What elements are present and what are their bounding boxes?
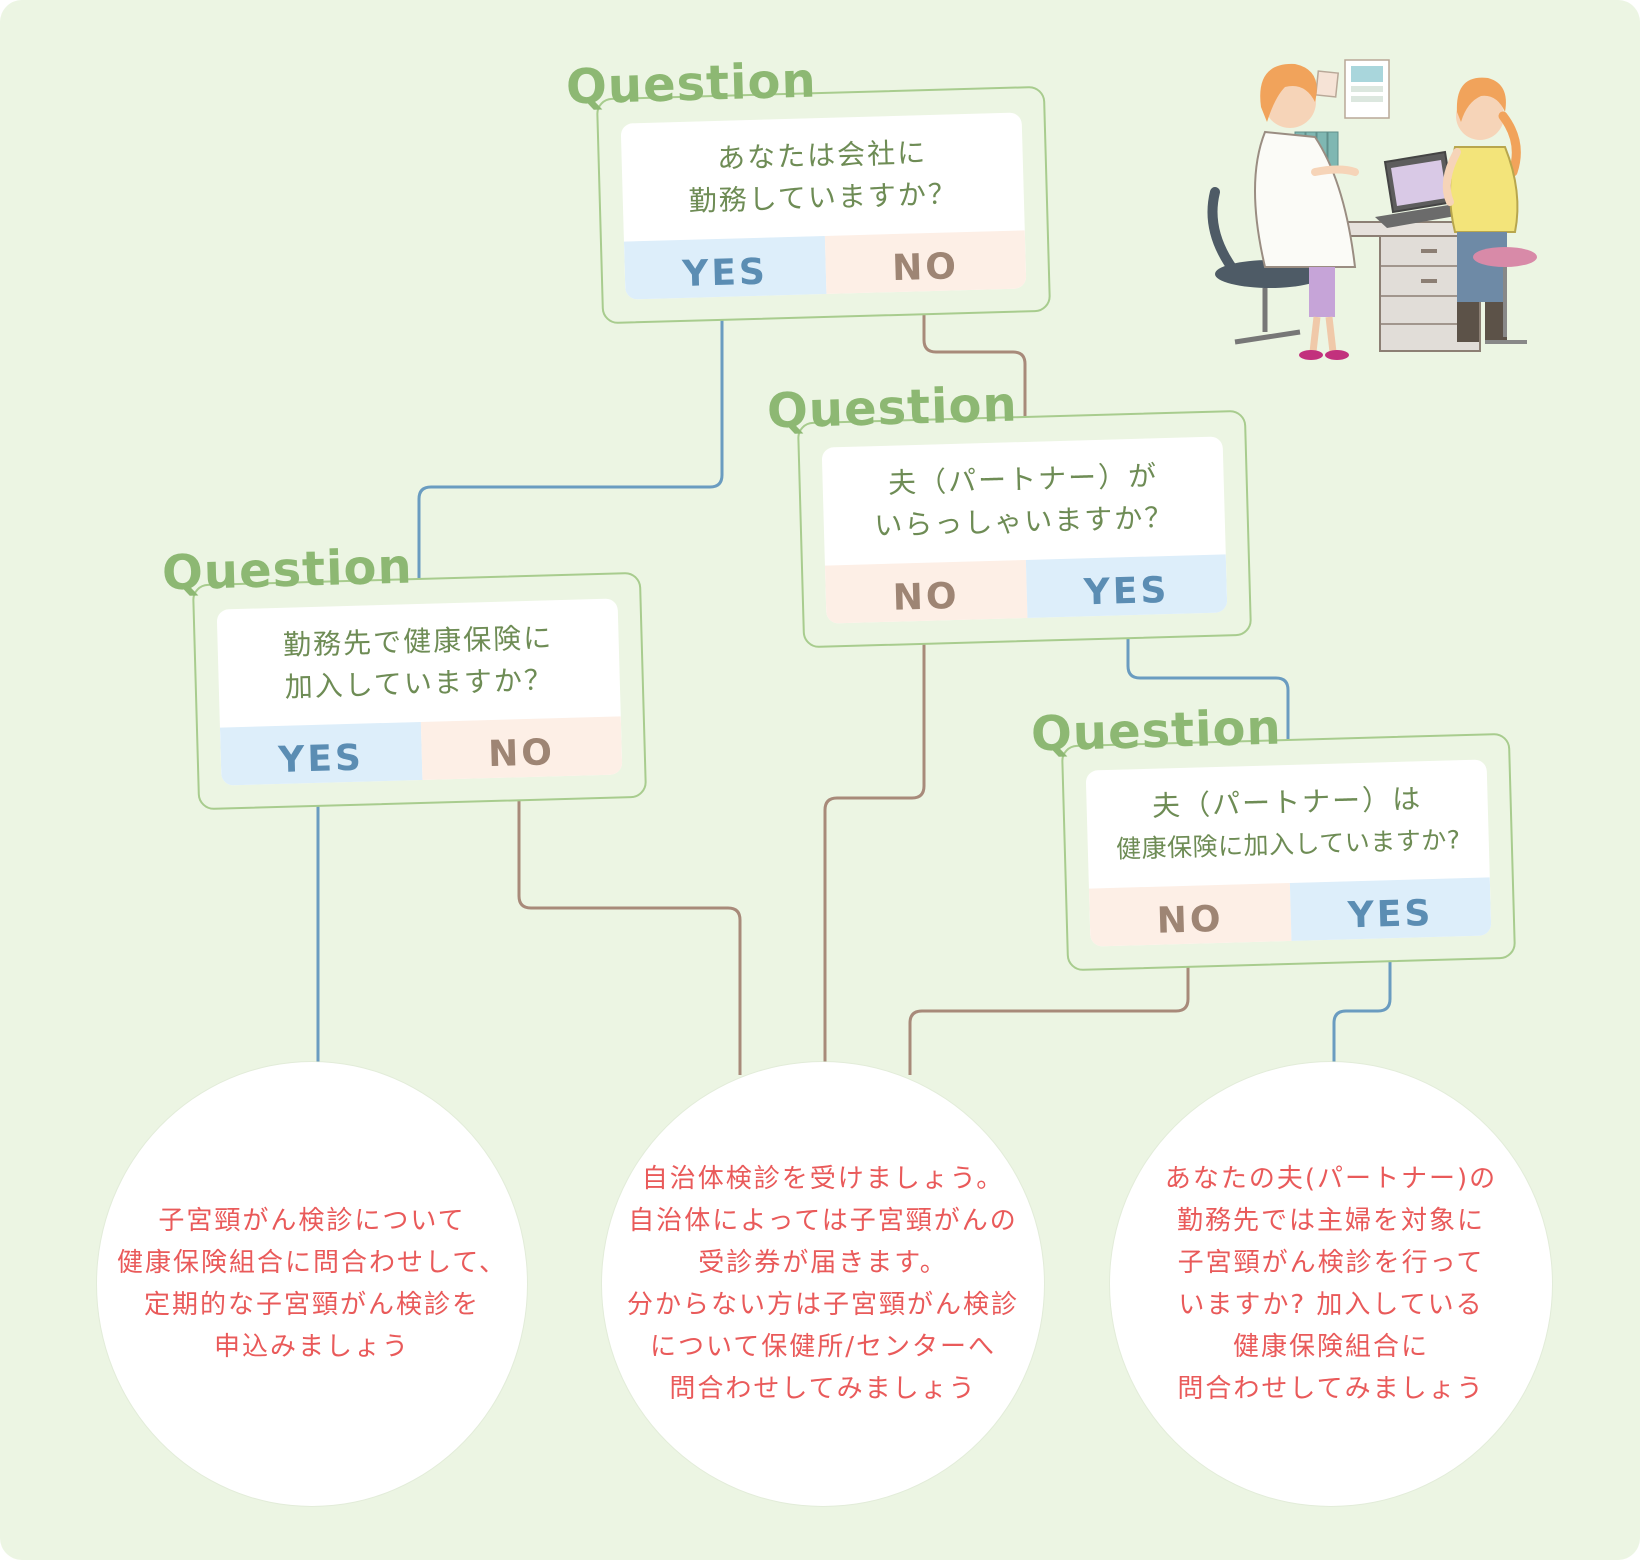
question-3-line2: いらっしゃいますか？ xyxy=(874,497,1175,547)
question-1-heading: Question xyxy=(565,57,817,112)
question-4-heading: Question xyxy=(1030,704,1282,759)
question-2-line2: 加入していますか？ xyxy=(284,659,554,708)
question-2-text: 勤務先で健康保険に 加入していますか？ xyxy=(217,598,621,727)
result-3-line: 子宮頸がん検診を行って xyxy=(1178,1242,1485,1284)
question-2-line1: 勤務先で健康保険に xyxy=(283,617,554,667)
question-box-4: 夫（パートナー）は 健康保険に加入していますか? NO YES xyxy=(1061,733,1516,971)
result-3-line: 健康保険組合に xyxy=(1233,1326,1429,1368)
connector-q1-yes-to-q2 xyxy=(419,297,722,578)
connector-q2-no-to-result2 xyxy=(519,784,740,1075)
question-box-3: 夫（パートナー）が いらっしゃいますか？ NO YES xyxy=(797,410,1252,648)
question-4-line1: 夫（パートナー）は xyxy=(1152,778,1423,828)
question-1-no[interactable]: NO xyxy=(824,230,1026,299)
question-2-yes[interactable]: YES xyxy=(220,722,422,786)
question-3-heading: Question xyxy=(766,381,1018,436)
result-1-line: 子宮頸がん検診について xyxy=(158,1200,465,1242)
result-3-line: 問合わせしてみましょう xyxy=(1177,1368,1484,1410)
question-box-2: 勤務先で健康保険に 加入していますか？ YES NO xyxy=(192,572,647,810)
question-3-no[interactable]: NO xyxy=(825,560,1027,624)
result-3-line: いますか? 加入している xyxy=(1178,1284,1483,1326)
result-2-line: について保健所/センターへ xyxy=(650,1326,996,1368)
doctor-consultation-illustration xyxy=(1205,52,1565,372)
question-2-heading: Question xyxy=(161,543,413,598)
result-3-line: 勤務先では主婦を対象に xyxy=(1177,1200,1485,1242)
connector-q3-no-to-result2 xyxy=(825,622,924,1062)
question-4-text: 夫（パートナー）は 健康保険に加入していますか? xyxy=(1086,759,1490,888)
result-circle-2: 自治体検診を受けましょう。 自治体によっては子宮頸がんの 受診券が届きます。 分… xyxy=(602,1062,1044,1506)
question-2-no[interactable]: NO xyxy=(420,716,622,785)
result-circle-1: 子宮頸がん検診について 健康保険組合に問合わせして、 定期的な子宮頸がん検診を … xyxy=(97,1062,527,1506)
question-3-text: 夫（パートナー）が いらっしゃいますか？ xyxy=(822,436,1226,565)
question-4-yes[interactable]: YES xyxy=(1289,877,1491,946)
question-4-no[interactable]: NO xyxy=(1089,883,1291,947)
question-3-line1: 夫（パートナー）が xyxy=(888,455,1159,505)
result-1-line: 申込みましょう xyxy=(214,1326,410,1368)
result-2-line: 分からない方は子宮頸がん検診 xyxy=(627,1284,1019,1326)
question-1-line2: 勤務していますか？ xyxy=(688,173,958,222)
question-box-1: あなたは会社に 勤務していますか？ YES NO xyxy=(596,86,1051,324)
question-1-line1: あなたは会社に xyxy=(717,132,928,180)
question-1-yes[interactable]: YES xyxy=(624,236,826,300)
result-2-line: 問合わせしてみましょう xyxy=(669,1368,976,1410)
question-4-line2: 健康保険に加入していますか? xyxy=(1116,819,1462,871)
result-circle-3: あなたの夫(パートナー)の 勤務先では主婦を対象に 子宮頸がん検診を行って いま… xyxy=(1110,1062,1552,1506)
result-2-line: 自治体によっては子宮頸がんの xyxy=(628,1200,1017,1242)
result-3-line: あなたの夫(パートナー)の xyxy=(1165,1158,1497,1200)
result-2-line: 受診券が届きます。 xyxy=(698,1242,947,1284)
result-1-line: 定期的な子宮頸がん検診を xyxy=(144,1284,480,1326)
question-1-text: あなたは会社に 勤務していますか？ xyxy=(621,112,1025,241)
question-3-yes[interactable]: YES xyxy=(1025,554,1227,623)
result-2-line: 自治体検診を受けましょう。 xyxy=(642,1158,1004,1200)
result-1-line: 健康保険組合に問合わせして、 xyxy=(117,1242,507,1284)
